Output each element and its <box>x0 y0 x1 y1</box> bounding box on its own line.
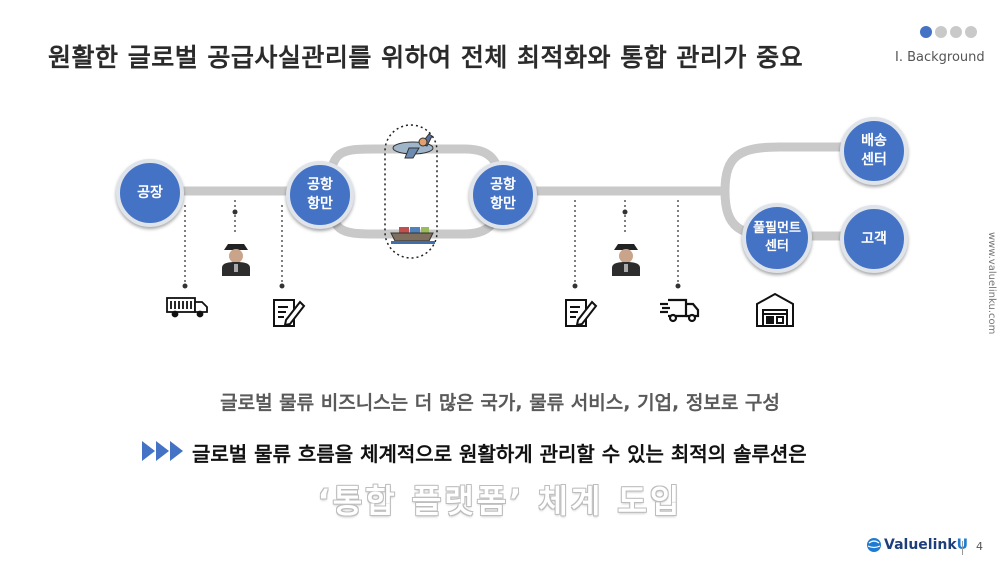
website-url: www.valuelinku.com <box>986 232 997 335</box>
page-divider <box>962 541 963 555</box>
port-node-destination: 공항 항만 <box>469 161 537 229</box>
warehouse-icon <box>756 292 794 327</box>
delivery-truck-icon <box>660 298 700 323</box>
delivery-center-node: 배송 센터 <box>840 117 908 185</box>
customer-node: 고객 <box>840 205 908 273</box>
section-label: I. Background <box>895 50 985 65</box>
highlight-text: ‘통합 플랫폼’ 체계 도입 <box>317 482 683 520</box>
customs-officer-icon <box>222 244 250 276</box>
valuelinku-logo: ValuelinkU <box>866 537 968 553</box>
fulfillment-center-node: 풀필먼트 센터 <box>742 203 812 273</box>
document-icon <box>565 299 598 327</box>
progress-dots <box>920 26 977 38</box>
main-statement: 글로벌 물류 흐름을 체계적으로 원활하게 관리할 수 있는 최적의 솔루션은 <box>192 442 807 466</box>
progress-dot <box>920 26 932 38</box>
triple-arrow-icon <box>142 441 184 461</box>
subtitle-text: 글로벌 물류 비즈니스는 더 많은 국가, 물류 서비스, 기업, 정보로 구성 <box>220 392 780 414</box>
factory-node: 공장 <box>116 159 184 227</box>
airplane-icon <box>392 133 434 159</box>
logo-text: Valuelink <box>884 537 957 553</box>
customs-officer-icon <box>612 244 640 276</box>
ship-icon <box>390 227 435 244</box>
progress-dot <box>950 26 962 38</box>
progress-dot <box>935 26 947 38</box>
connector-end-dots <box>182 209 681 289</box>
globe-icon <box>867 538 881 552</box>
truck-icon <box>166 297 208 318</box>
document-icon <box>273 299 306 327</box>
page-title: 원활한 글로벌 공급사실관리를 위하여 전체 최적화와 통합 관리가 중요 <box>48 43 804 72</box>
port-node-origin: 공항 항만 <box>286 161 354 229</box>
progress-dot <box>965 26 977 38</box>
connector-lines <box>184 200 679 286</box>
transport-mode-frame <box>384 124 438 259</box>
page-number: 4 <box>976 540 983 553</box>
